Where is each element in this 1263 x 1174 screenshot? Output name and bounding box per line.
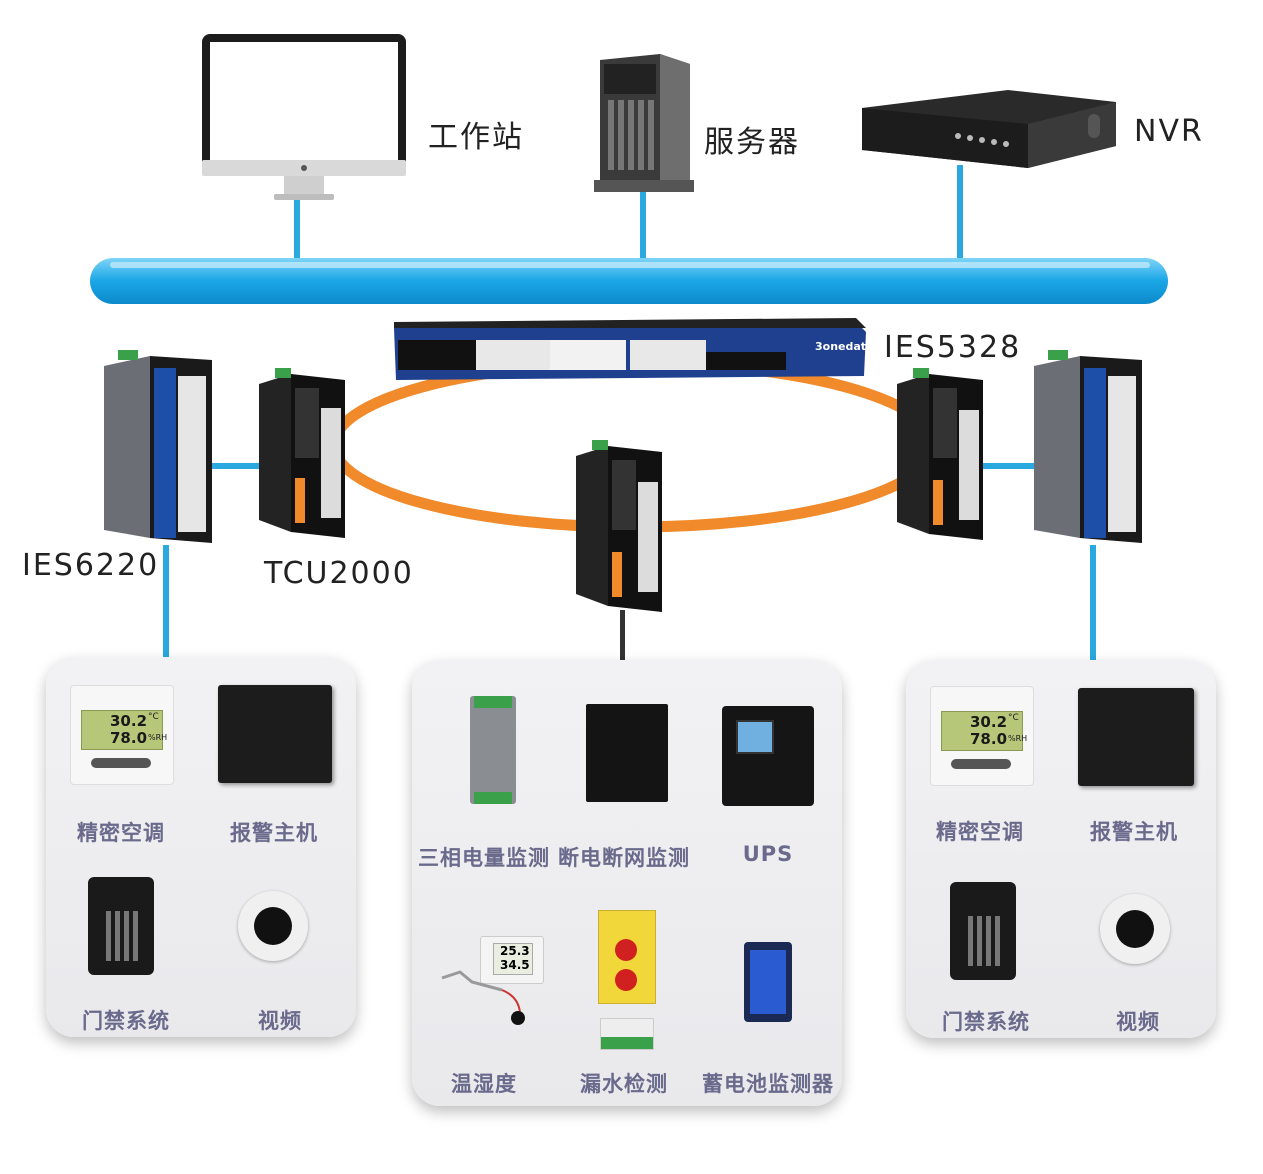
server-label: 服务器	[704, 125, 800, 160]
panel-left-item-label: 报警主机	[230, 821, 318, 845]
panel-center-item-label: UPS	[742, 842, 794, 866]
temp-humidity-icon: 25.3 34.5	[480, 936, 544, 984]
nvr-icon	[862, 90, 1116, 168]
video-camera-icon	[1100, 894, 1170, 964]
water-leak-detector-icon	[598, 910, 656, 1004]
alarm-host-icon	[218, 685, 332, 783]
panel-right-item-label: 报警主机	[1090, 820, 1178, 844]
core-switch-brand: 3onedata	[815, 340, 874, 353]
ies6220-tcu-link	[210, 463, 265, 469]
server-icon	[594, 54, 694, 192]
workstation-link	[294, 200, 300, 262]
panel-right-item-label: 视频	[1116, 1010, 1160, 1034]
access-control-icon	[950, 882, 1016, 980]
ring-switch-center-icon	[576, 440, 662, 612]
nvr-label: NVR	[1134, 114, 1204, 149]
ring-switch-left-label: TCU2000	[264, 556, 414, 591]
panel-center-item-label: 漏水检测	[580, 1072, 668, 1096]
left-downlink	[163, 545, 169, 660]
nvr-link	[957, 165, 963, 262]
workstation-icon	[202, 34, 406, 200]
ups-icon	[722, 706, 814, 806]
left-edge-switch-icon	[104, 350, 212, 543]
precision-ac-icon: 30.2 °C 78.0 %RH	[930, 686, 1034, 786]
panel-right-item-label: 门禁系统	[942, 1010, 1030, 1034]
panel-left-item-label: 门禁系统	[82, 1009, 170, 1033]
alarm-host-icon	[1078, 688, 1194, 786]
panel-left-item-label: 精密空调	[77, 821, 165, 845]
ring-switch-right-icon	[897, 368, 983, 540]
precision-ac-icon: 30.2 °C 78.0 %RH	[70, 685, 174, 785]
video-camera-icon	[238, 891, 308, 961]
panel-center-item-label: 三相电量监测	[418, 846, 550, 870]
server-link	[640, 190, 646, 262]
battery-monitor-icon	[744, 942, 792, 1022]
left-device-panel: 30.2 °C 78.0 %RH 精密空调 报警主机 门禁系统 视频	[46, 657, 356, 1037]
right-edge-switch-icon	[1034, 350, 1142, 543]
center-downlink	[620, 610, 625, 662]
ring-switch-left-icon	[259, 368, 345, 538]
power-outage-monitor-icon	[586, 704, 668, 802]
panel-center-item-label: 断电断网监测	[558, 846, 690, 870]
workstation-label: 工作站	[428, 120, 524, 155]
panel-center-item-label: 蓄电池监测器	[702, 1072, 834, 1096]
access-control-icon	[88, 877, 154, 975]
left-edge-switch-label: IES6220	[22, 548, 160, 583]
power-meter-icon	[470, 696, 516, 804]
right-device-panel: 30.2 °C 78.0 %RH 精密空调 报警主机 门禁系统 视频	[906, 660, 1216, 1038]
panel-center-item-label: 温湿度	[451, 1072, 517, 1096]
center-device-panel: 三相电量监测 断电断网监测 UPS 25.3 34.5 温湿度 漏水检测 蓄电池…	[412, 660, 842, 1106]
panel-left-item-label: 视频	[258, 1009, 302, 1033]
right-downlink	[1090, 545, 1096, 660]
core-switch-label: IES5328	[884, 330, 1022, 365]
right-switch-link	[980, 463, 1035, 469]
core-switch-icon	[394, 318, 866, 380]
ethernet-bus	[90, 258, 1168, 304]
panel-right-item-label: 精密空调	[936, 820, 1024, 844]
